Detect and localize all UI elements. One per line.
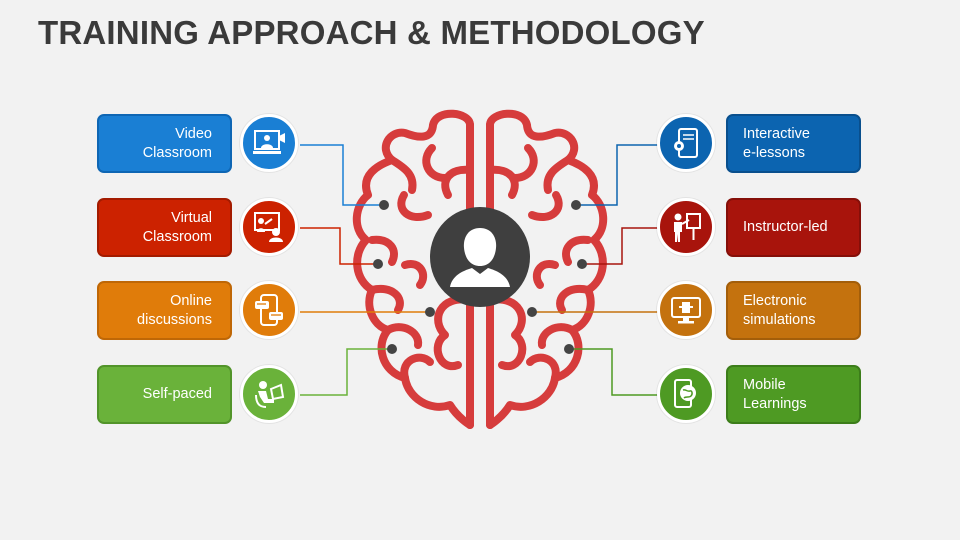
label-interactive-elessons: Interactive e-lessons — [726, 114, 861, 173]
brain-outline — [352, 109, 608, 429]
label-self-paced: Self-paced — [97, 365, 232, 424]
electronic-simulations-icon — [671, 297, 701, 324]
connector-dot — [387, 344, 397, 354]
instructor-led-badge — [657, 198, 715, 256]
label-video-classroom: Video Classroom — [97, 114, 232, 173]
person-silhouette-icon — [450, 228, 510, 287]
connector-virtual-classroom — [300, 227, 378, 265]
label-text: Video Classroom — [142, 125, 212, 161]
self-paced-icon — [255, 381, 285, 408]
mobile-learnings-icon — [674, 379, 696, 408]
label-text: Electronic simulations — [743, 292, 816, 328]
connector-instructor-led — [582, 227, 660, 265]
connector-dot — [577, 259, 587, 269]
connector-dot — [564, 344, 574, 354]
connector-dot — [379, 200, 389, 210]
instructor-led-icon — [674, 213, 701, 242]
connector-dot — [571, 200, 581, 210]
label-text: Mobile Learnings — [743, 376, 807, 412]
label-electronic-simulations: Electronic simulations — [726, 281, 861, 340]
page-title: TRAINING APPROACH & METHODOLOGY — [38, 14, 705, 51]
label-instructor-led: Instructor-led — [726, 198, 861, 257]
video-classroom-icon — [253, 130, 285, 154]
connector-dot — [425, 307, 435, 317]
connector-dot — [527, 307, 537, 317]
connector-interactive-elessons — [576, 144, 660, 206]
label-virtual-classroom: Virtual Classroom — [97, 198, 232, 257]
label-mobile-learnings: Mobile Learnings — [726, 365, 861, 424]
virtual-classroom-icon — [254, 212, 283, 242]
online-discussions-badge — [240, 281, 298, 339]
connector-self-paced — [300, 348, 392, 396]
online-discussions-icon — [255, 294, 283, 326]
mobile-learnings-badge — [657, 365, 715, 423]
connector-dot — [373, 259, 383, 269]
connector-video-classroom — [300, 144, 384, 206]
label-online-discussions: Online discussions — [97, 281, 232, 340]
connector-mobile-learnings — [569, 348, 660, 396]
video-classroom-badge — [240, 114, 298, 172]
interactive-elessons-icon — [674, 128, 698, 158]
center-person-badge — [430, 207, 530, 307]
label-text: Interactive e-lessons — [743, 125, 810, 161]
electronic-simulations-badge — [657, 281, 715, 339]
label-text: Online discussions — [137, 292, 212, 328]
label-text: Virtual Classroom — [142, 209, 212, 245]
label-text: Self-paced — [142, 386, 212, 402]
label-text: Instructor-led — [743, 219, 828, 235]
interactive-elessons-badge — [657, 114, 715, 172]
virtual-classroom-badge — [240, 198, 298, 256]
self-paced-badge — [240, 365, 298, 423]
